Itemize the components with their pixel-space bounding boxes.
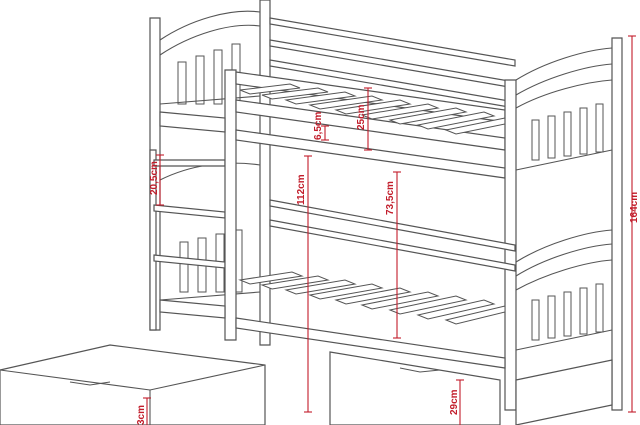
dimension-label-rail-gap: 6,5cm xyxy=(313,112,324,140)
drawer-right xyxy=(329,351,613,425)
dimension-label-drawer-height: 29cm xyxy=(449,389,460,415)
dimension-label-ladder-step: 20,5cm xyxy=(149,161,160,195)
left-headboard xyxy=(149,0,271,346)
dimension-rail-height: 25cm xyxy=(356,87,372,151)
dimension-label-drawer-left: 3cm xyxy=(136,405,147,425)
drawer-left xyxy=(0,344,266,425)
upper-slats xyxy=(239,83,506,135)
dimension-rail-gap: 6,5cm xyxy=(313,112,329,141)
dimension-drawer-height: 29cm xyxy=(449,379,464,425)
dimension-drawer-left: 3cm xyxy=(136,397,151,425)
upper-bunk xyxy=(159,17,516,341)
dimension-ladder-step: 20,5cm xyxy=(149,154,164,206)
dimension-label-upper-clearance: 112cm xyxy=(296,174,307,205)
right-footboard xyxy=(504,37,623,411)
dimension-total-height: 164cm xyxy=(628,35,640,413)
dimension-label-total-height: 164cm xyxy=(629,192,640,223)
lower-bunk xyxy=(159,199,516,369)
dimension-label-tier-spacing: 73,5cm xyxy=(385,181,396,215)
lower-footboard-bars xyxy=(531,283,604,341)
dimension-tier-spacing: 73,5cm xyxy=(385,171,401,339)
upper-footboard-bars xyxy=(531,103,604,161)
dimension-label-rail-height: 25cm xyxy=(356,104,367,130)
ladder xyxy=(149,149,226,331)
lower-slats xyxy=(238,271,506,325)
dimension-upper-clearance: 112cm xyxy=(296,155,312,413)
